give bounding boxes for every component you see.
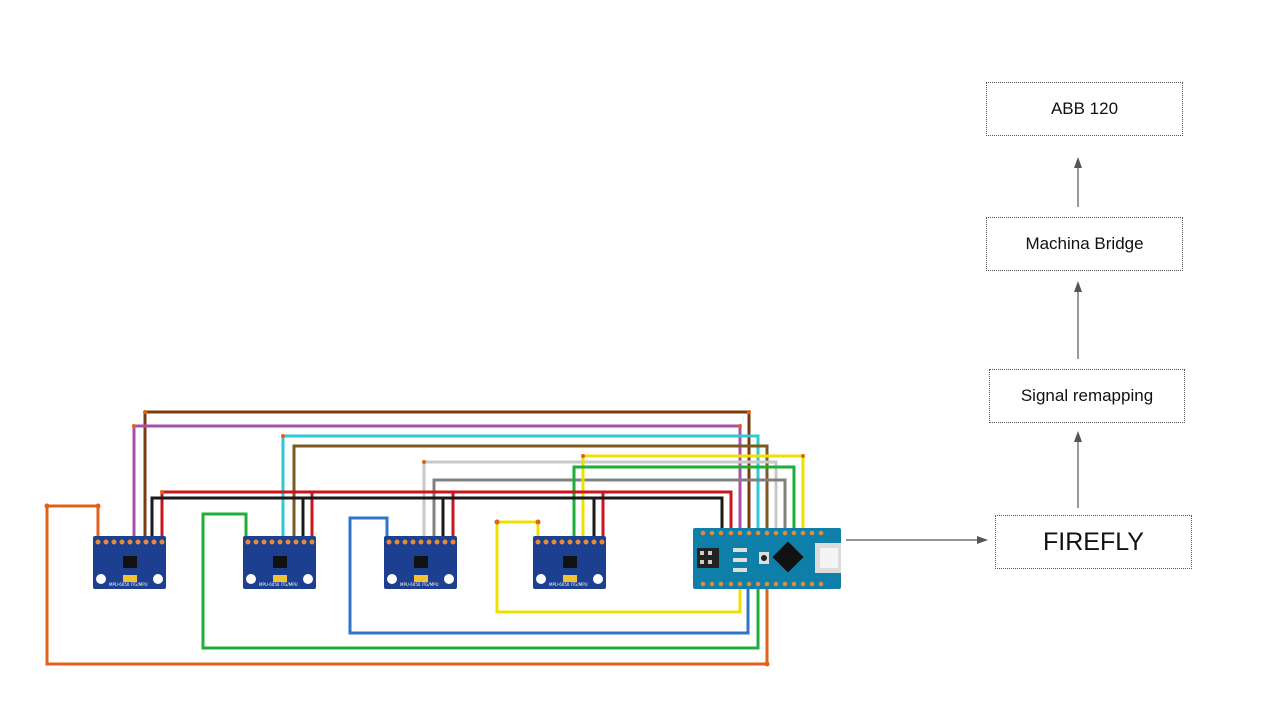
wire-green-top [572,465,796,542]
signal-remapping-box: Signal remapping [989,369,1185,423]
imu-sensor-board-1: MPU-6050 ITG/MPU [93,536,166,589]
wire-brown [143,410,751,542]
wire-yellow-bottom [495,520,742,614]
sensor-label: MPU-6050 ITG/MPU [109,582,148,587]
imu-sensor-board-2: MPU-6050 ITG/MPU [243,536,316,589]
firefly-label: FIREFLY [1043,527,1144,556]
sensor-label: MPU-6050 ITG/MPU [400,582,439,587]
wire-red-bus [160,490,733,542]
machina-bridge-label: Machina Bridge [1025,234,1144,253]
machina-bridge-box: Machina Bridge [986,217,1183,271]
wire-purple [132,424,742,542]
wire-dark-gray [432,478,787,542]
sensor-label: MPU-6050 ITG/MPU [549,582,588,587]
wire-light-gray [422,460,778,542]
wire-cyan [281,434,760,542]
firefly-box: FIREFLY [995,515,1192,569]
wire-black-bus [150,496,724,542]
sensor-label: MPU-6050 ITG/MPU [259,582,298,587]
wire-orange [45,504,769,666]
wire-endpoints [44,410,805,667]
flow-arrows [846,157,1082,544]
imu-sensor-board-3: MPU-6050 ITG/MPU [384,536,457,589]
imu-sensor-board-4: MPU-6050 ITG/MPU [533,536,606,589]
signal-remapping-label: Signal remapping [1020,386,1154,405]
wire-blue [348,516,750,635]
wire-green-bottom [201,512,760,650]
arduino-nano-board [693,528,841,589]
abb-robot-box: ABB 120 [986,82,1183,136]
wires [45,410,805,666]
abb-robot-label: ABB 120 [1050,99,1119,118]
